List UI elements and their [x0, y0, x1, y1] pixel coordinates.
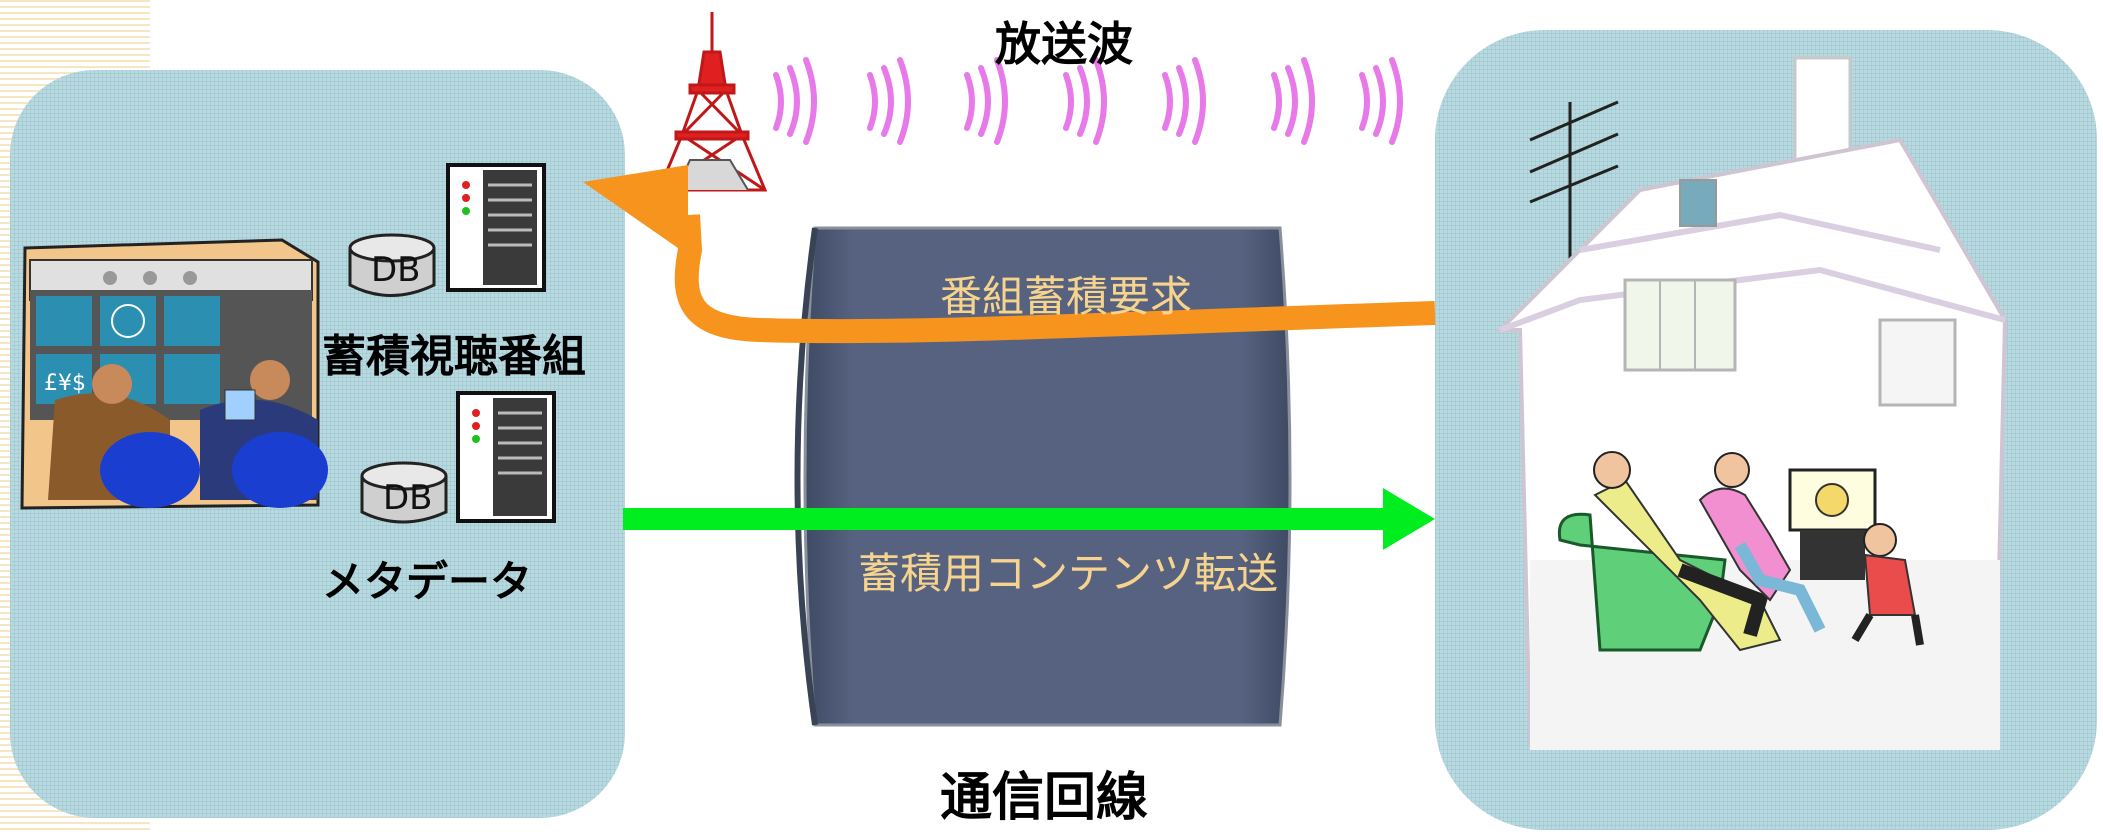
request-arrow: [583, 165, 1436, 344]
metadata-label: メタデータ: [322, 557, 533, 606]
house-illustration: [1495, 56, 2008, 750]
db-icon: [348, 233, 436, 297]
svg-text:£¥$: £¥$: [44, 371, 86, 396]
broadcast-waves-icon: [773, 57, 1403, 145]
db-label: DB: [371, 250, 421, 290]
tower-icon: [656, 12, 768, 192]
server-icon: [446, 163, 546, 292]
db-icon: [360, 461, 448, 524]
broadcast-label: 放送波: [995, 17, 1133, 71]
db-label: DB: [383, 478, 433, 518]
transfer-label: 蓄積用コンテンツ転送: [858, 549, 1279, 598]
server-icon: [456, 391, 556, 523]
transfer-arrow: [623, 488, 1435, 550]
stored-programs-label: 蓄積視聴番組: [322, 331, 586, 382]
communication-pipe: [794, 226, 1292, 727]
comm-line-label: 通信回線: [940, 768, 1149, 828]
studio-illustration: £¥$: [20, 238, 328, 510]
request-label: 番組蓄積要求: [940, 272, 1193, 321]
